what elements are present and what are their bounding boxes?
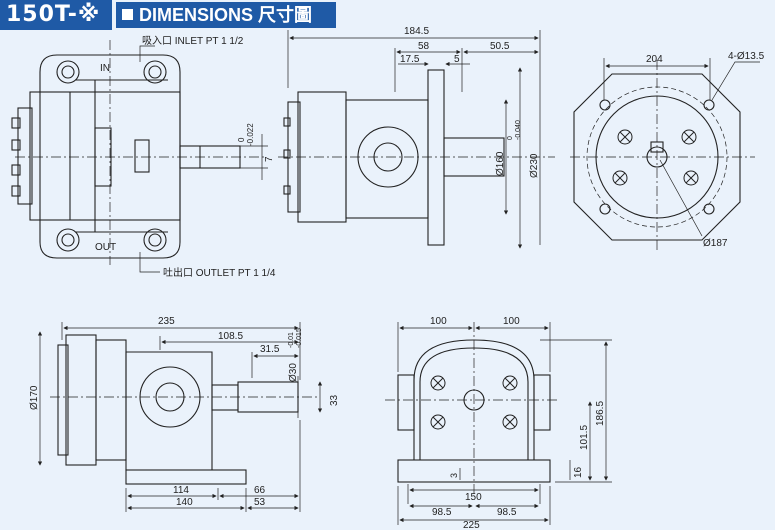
shaft-tolerance-upper: 0: [237, 137, 246, 142]
dim-3: 3: [449, 473, 459, 478]
dim-108-5: 108.5: [218, 331, 243, 342]
dim-101-5: 101.5: [579, 425, 590, 450]
dim-184-5: 184.5: [404, 26, 429, 37]
dim-holes: 4-Ø13.5: [728, 51, 765, 62]
shaft-key-dim: 7: [264, 156, 275, 162]
inlet-label: 吸入口 INLET PT 1 1/2: [142, 36, 244, 47]
square-bullet-icon: [122, 8, 133, 20]
flange-view: [570, 58, 760, 250]
dim-98-5-left: 98.5: [432, 507, 452, 518]
dim-dia30: Ø30: [288, 363, 299, 382]
dim-pcd: Ø187: [703, 238, 728, 249]
dim-dia30-tol-upper: -0.01: [288, 332, 295, 348]
out-label: OUT: [95, 242, 116, 253]
top-view: [11, 40, 268, 273]
dim-dia230: Ø230: [529, 153, 540, 178]
front-view: [278, 30, 555, 249]
title-bar: DIMENSIONS 尺寸圖: [116, 2, 336, 28]
dim-100-right: 100: [503, 316, 520, 327]
dim-dia160-tol-upper: 0: [507, 136, 514, 140]
title-text: DIMENSIONS: [139, 5, 254, 25]
dim-140: 140: [176, 497, 193, 508]
dim-50-5: 50.5: [490, 41, 510, 52]
dim-100-left: 100: [430, 316, 447, 327]
shaft-tolerance-lower: -0.022: [246, 123, 255, 146]
dim-16: 16: [573, 466, 584, 478]
header: 150T-※ DIMENSIONS 尺寸圖: [0, 0, 336, 30]
dim-dia30-tol-lower: -0.015: [296, 328, 303, 348]
in-label: IN: [100, 63, 110, 74]
dim-53: 53: [254, 497, 266, 508]
dim-225: 225: [463, 520, 480, 530]
dim-58: 58: [418, 41, 430, 52]
title-cn-text: 尺寸圖: [258, 5, 313, 25]
dim-dia170: Ø170: [29, 385, 40, 410]
end-view: [385, 322, 612, 525]
dim-235: 235: [158, 316, 175, 327]
side-view: [37, 322, 323, 512]
model-badge: 150T-※: [0, 0, 112, 30]
dim-186-5: 186.5: [595, 401, 606, 426]
dim-204: 204: [646, 54, 663, 65]
dim-5: 5: [454, 54, 460, 65]
dim-31-5: 31.5: [260, 344, 280, 355]
dim-dia160-tol-lower: -0.040: [515, 120, 522, 140]
dim-17-5: 17.5: [400, 54, 420, 65]
dim-33: 33: [329, 394, 340, 406]
outlet-label: 吐出口 OUTLET PT 1 1/4: [163, 266, 276, 279]
dim-dia160: Ø160: [495, 151, 506, 176]
dim-114: 114: [173, 485, 189, 496]
dim-98-5-right: 98.5: [497, 507, 517, 518]
dim-150: 150: [465, 492, 482, 503]
dim-66: 66: [254, 485, 266, 496]
